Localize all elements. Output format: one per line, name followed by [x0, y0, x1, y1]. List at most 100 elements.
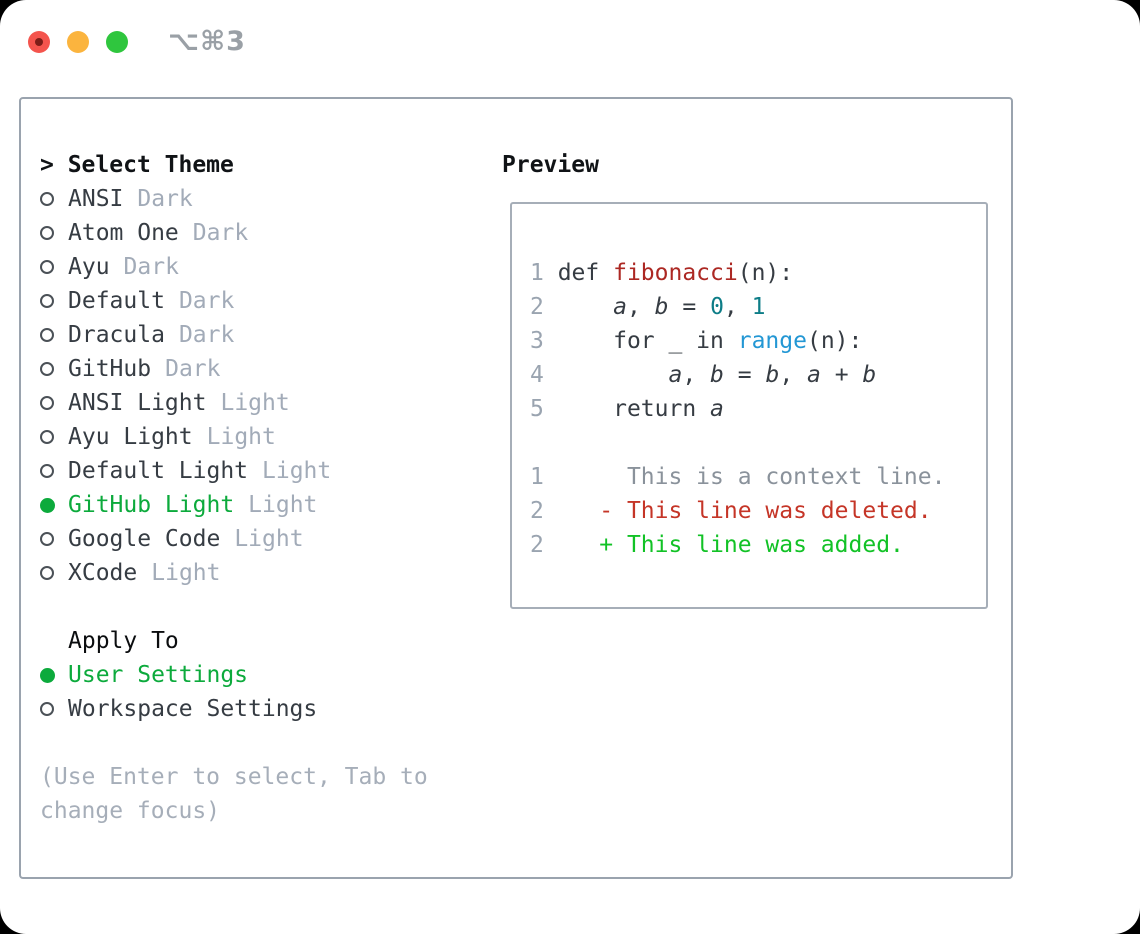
- token-code: ,: [779, 362, 808, 388]
- bullet-cell: [40, 667, 68, 683]
- option-label: Default Light: [68, 458, 249, 484]
- close-button[interactable]: [28, 30, 50, 53]
- option-tag: Dark: [178, 288, 235, 314]
- apply-to-option[interactable]: User Settings: [40, 658, 440, 692]
- option-tag: Dark: [123, 254, 179, 280]
- option-label: XCode: [68, 560, 138, 586]
- cursor-prefix: >: [40, 152, 68, 178]
- token-code: [558, 362, 669, 388]
- bullet-cell: [40, 396, 68, 410]
- option-tag: Light: [234, 526, 304, 552]
- token-var: b: [710, 362, 724, 388]
- token-var: b: [654, 294, 669, 320]
- radio-unselected-icon: [40, 430, 54, 444]
- token-var: a: [710, 396, 724, 422]
- radio-unselected-icon: [40, 566, 54, 580]
- token-num: 1: [530, 260, 558, 286]
- option-label: Google Code: [68, 526, 221, 552]
- option-label: Default: [68, 288, 165, 314]
- token-code: =: [668, 294, 711, 320]
- code-line: 1 def fibonacci(n):: [530, 256, 945, 290]
- radio-unselected-icon: [40, 702, 54, 716]
- token-call: range: [737, 328, 807, 354]
- token-var: b: [765, 362, 780, 388]
- token-code: ,: [723, 294, 752, 320]
- radio-unselected-icon: [40, 192, 54, 206]
- option-label: ANSI Light: [68, 390, 207, 416]
- option-tag: Dark: [178, 322, 235, 348]
- theme-option[interactable]: GitHub Dark: [40, 352, 440, 386]
- bullet-cell: [40, 566, 68, 580]
- token-code: for _ in: [557, 328, 738, 354]
- bullet-cell: [40, 497, 68, 513]
- token-var: a: [613, 294, 627, 320]
- theme-option[interactable]: ANSI Light Light: [40, 386, 440, 420]
- minimize-button[interactable]: [67, 30, 89, 53]
- option-label: Ayu: [68, 254, 110, 280]
- token-num: 3: [530, 328, 558, 354]
- radio-unselected-icon: [40, 260, 54, 274]
- code-line: 1 This is a context line.: [530, 460, 945, 494]
- radio-unselected-icon: [40, 396, 54, 410]
- bullet-cell: [40, 464, 68, 478]
- option-label: Dracula: [68, 322, 165, 348]
- select-theme-title: > Select Theme: [40, 148, 440, 182]
- apply-to-title: Apply To: [68, 628, 179, 654]
- token-var: a: [668, 362, 683, 388]
- theme-option[interactable]: Google Code Light: [40, 522, 440, 556]
- theme-option[interactable]: Dracula Dark: [40, 318, 440, 352]
- code-line: 2 + This line was added.: [530, 528, 945, 562]
- option-label: ANSI: [68, 186, 124, 212]
- token-code: (n):: [806, 328, 863, 354]
- option-tag: Light: [220, 390, 290, 416]
- bullet-cell: [40, 226, 68, 240]
- keyboard-hint: (Use Enter to select, Tab to change focu…: [40, 764, 428, 824]
- option-label: Workspace Settings: [68, 696, 318, 722]
- code-line: [530, 426, 945, 460]
- token-var: b: [862, 362, 877, 388]
- token-lit: 1: [751, 294, 766, 320]
- bullet-cell: [40, 430, 68, 444]
- option-tag: Dark: [165, 356, 221, 382]
- window-shortcut-label: ⌥⌘3: [168, 26, 246, 57]
- option-label: Atom One: [68, 220, 179, 246]
- theme-option[interactable]: Ayu Dark: [40, 250, 440, 284]
- token-code: +: [820, 362, 863, 388]
- titlebar: ⌥⌘3: [28, 26, 246, 57]
- option-label: User Settings: [68, 662, 249, 688]
- theme-option[interactable]: XCode Light: [40, 556, 440, 590]
- radio-unselected-icon: [40, 362, 54, 376]
- radio-unselected-icon: [40, 464, 54, 478]
- token-num: 2: [530, 294, 558, 320]
- option-tag: Light: [206, 424, 276, 450]
- code-line: 3 for _ in range(n):: [530, 324, 945, 358]
- radio-unselected-icon: [40, 294, 54, 308]
- radio-unselected-icon: [40, 532, 54, 546]
- option-label: GitHub: [68, 356, 152, 382]
- token-code: [558, 294, 613, 320]
- token-num: 4: [530, 362, 558, 388]
- theme-option[interactable]: Default Dark: [40, 284, 440, 318]
- bullet-cell: [40, 702, 68, 716]
- code-line: 2 a, b = 0, 1: [530, 290, 945, 324]
- option-tag: Light: [151, 560, 221, 586]
- token-lit: 0: [710, 294, 724, 320]
- option-label: GitHub Light: [68, 492, 235, 518]
- apply-to-option[interactable]: Workspace Settings: [40, 692, 440, 726]
- radio-selected-icon: [40, 497, 55, 513]
- zoom-button[interactable]: [106, 30, 128, 53]
- token-code: return: [557, 396, 711, 422]
- select-theme-title-text: Select Theme: [67, 152, 234, 178]
- code-line: 5 return a: [530, 392, 945, 426]
- bullet-cell: [40, 362, 68, 376]
